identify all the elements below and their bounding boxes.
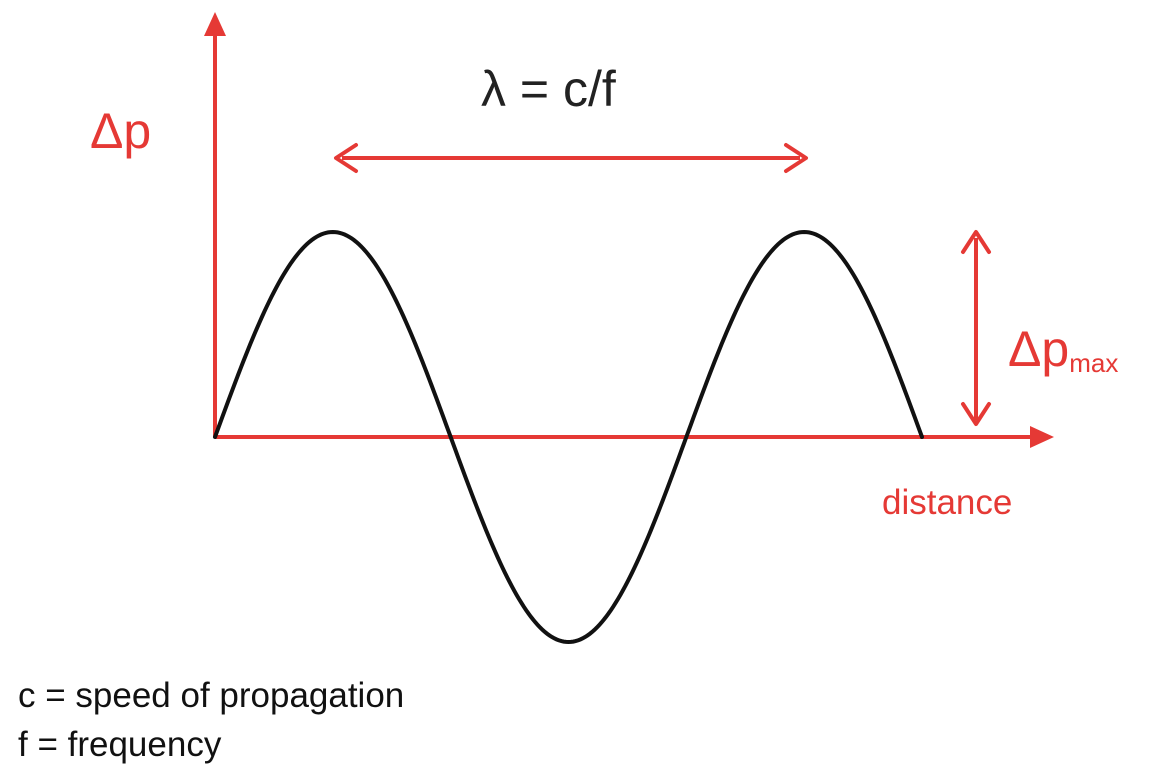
wavelength-arrowhead-right (784, 143, 808, 173)
amplitude-label-sub: max (1069, 348, 1118, 378)
amplitude-arrowhead-top (961, 230, 991, 254)
legend-speed-definition: c = speed of propagation (18, 676, 405, 715)
x-axis-label: distance (882, 483, 1012, 522)
pressure-wave-curve (213, 229, 924, 645)
y-axis-label: Δp (90, 103, 151, 159)
wavelength-formula: λ = c/f (481, 61, 616, 117)
amplitude-label-main: Δp (1008, 321, 1069, 377)
amplitude-arrowhead-bottom (961, 402, 991, 426)
x-axis-arrowhead (1030, 426, 1054, 448)
wavelength-arrowhead-left (334, 143, 358, 173)
legend-frequency-definition: f = frequency (18, 725, 222, 764)
amplitude-label: Δpmax (1008, 321, 1118, 378)
y-axis-arrowhead (204, 12, 226, 36)
